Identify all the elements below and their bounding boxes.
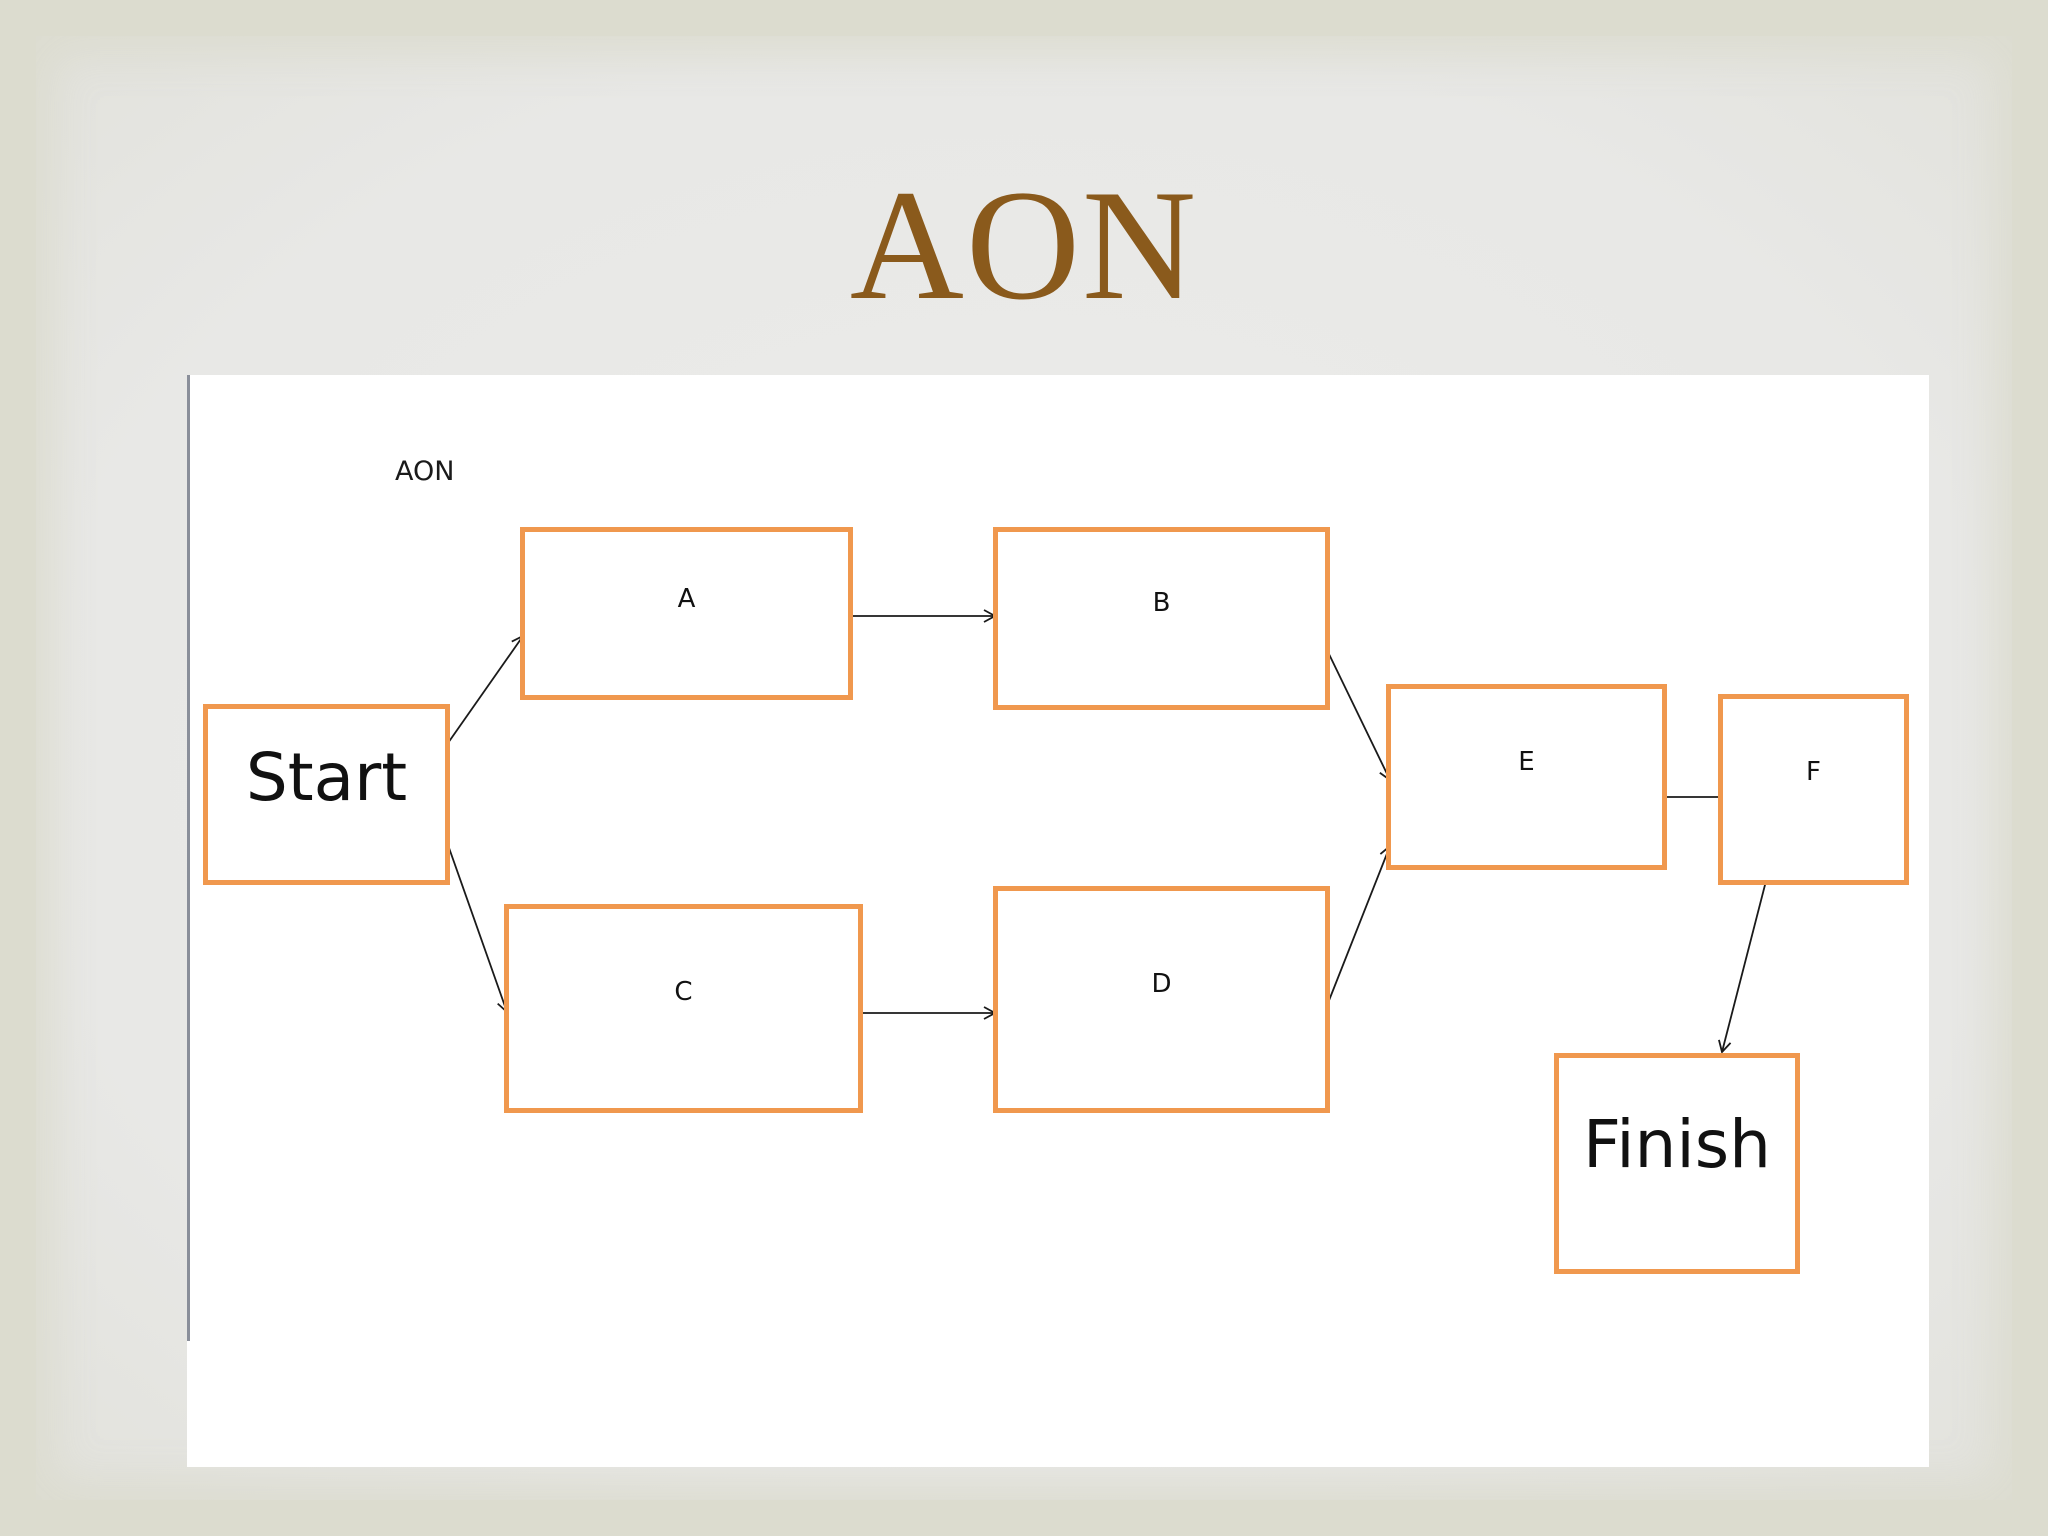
- node-start: Start: [203, 704, 450, 885]
- node-d-label: D: [1151, 969, 1172, 999]
- panel-left-edge: [187, 375, 190, 1341]
- node-f-label: F: [1806, 757, 1821, 787]
- node-finish: Finish: [1554, 1053, 1800, 1274]
- node-e: E: [1386, 684, 1667, 870]
- node-finish-label: Finish: [1583, 1106, 1771, 1183]
- node-a: A: [520, 527, 853, 700]
- node-f: F: [1718, 694, 1909, 885]
- node-c: C: [504, 904, 863, 1113]
- node-b: B: [993, 527, 1330, 710]
- node-start-label: Start: [245, 739, 408, 816]
- diagram-label: AON: [395, 456, 455, 487]
- node-a-label: A: [677, 584, 696, 614]
- slide-title: AON: [849, 158, 1199, 333]
- node-d: D: [993, 886, 1330, 1113]
- node-c-label: C: [674, 977, 693, 1007]
- node-b-label: B: [1152, 588, 1171, 618]
- node-e-label: E: [1518, 747, 1535, 777]
